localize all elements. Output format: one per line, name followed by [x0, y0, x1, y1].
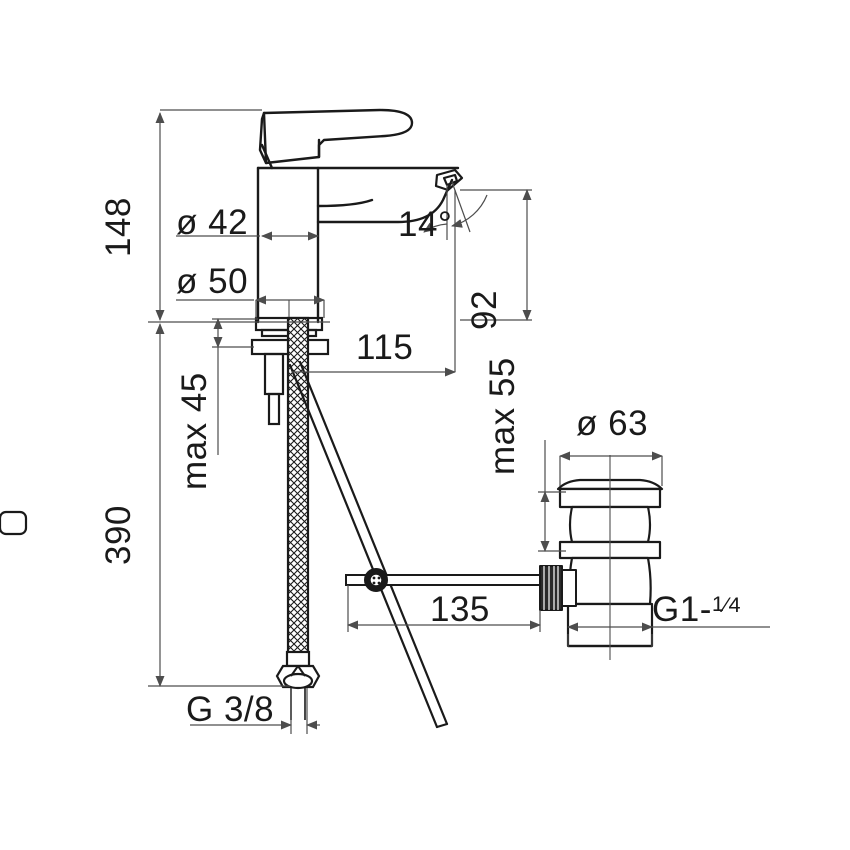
- spout-aerator-drawing: [434, 168, 464, 192]
- dim-label-g38: G 3/8: [186, 690, 275, 729]
- pop-up-lift-rod-drawing: [288, 360, 449, 729]
- dim-label-390: 390: [99, 505, 138, 565]
- dim-label-115: 115: [356, 328, 414, 367]
- dim-label-diameter-50: ø 50: [176, 262, 249, 301]
- dim-label-92: 92: [465, 290, 504, 330]
- dim-label-g114: G1-1⁄4: [652, 592, 741, 627]
- dim-label-diameter-42: ø 42: [176, 203, 249, 242]
- dimension-lines: [148, 109, 770, 734]
- g114-prefix: G1-: [652, 590, 712, 629]
- dim-label-max-45: max 45: [175, 372, 214, 490]
- pop-up-pivot-rod-drawing: [345, 568, 551, 592]
- dim-label-angle-14: 14°: [398, 205, 453, 244]
- dim-label-148: 148: [99, 197, 138, 257]
- dim-label-max-55: max 55: [483, 357, 522, 475]
- dim-label-diameter-63: ø 63: [576, 404, 649, 443]
- mixer-body-drawing: [256, 108, 460, 324]
- g114-fraction: 1⁄4: [711, 590, 742, 617]
- dim-label-135: 135: [430, 590, 490, 629]
- flexible-hose-drawing: [275, 316, 321, 720]
